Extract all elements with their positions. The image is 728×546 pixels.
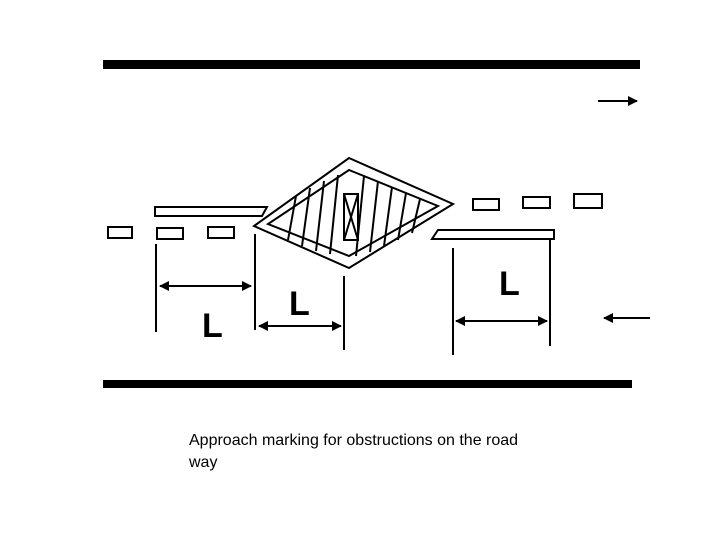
obstruction-island	[251, 156, 456, 270]
dimension-extension-lines	[155, 234, 551, 355]
length-label-2: L	[289, 285, 310, 323]
centre-line-dashes-right	[472, 193, 603, 211]
length-label-1: L	[202, 307, 223, 345]
centre-line-dashes-left	[107, 226, 235, 240]
figure-caption: Approach marking for obstructions on the…	[189, 432, 519, 471]
road-edge-bottom	[103, 380, 632, 388]
approach-line-left	[154, 206, 269, 217]
length-label-3: L	[499, 265, 520, 303]
obstruction-marker	[343, 193, 359, 241]
road-edge-top	[103, 60, 640, 69]
approach-line-right	[430, 229, 555, 240]
